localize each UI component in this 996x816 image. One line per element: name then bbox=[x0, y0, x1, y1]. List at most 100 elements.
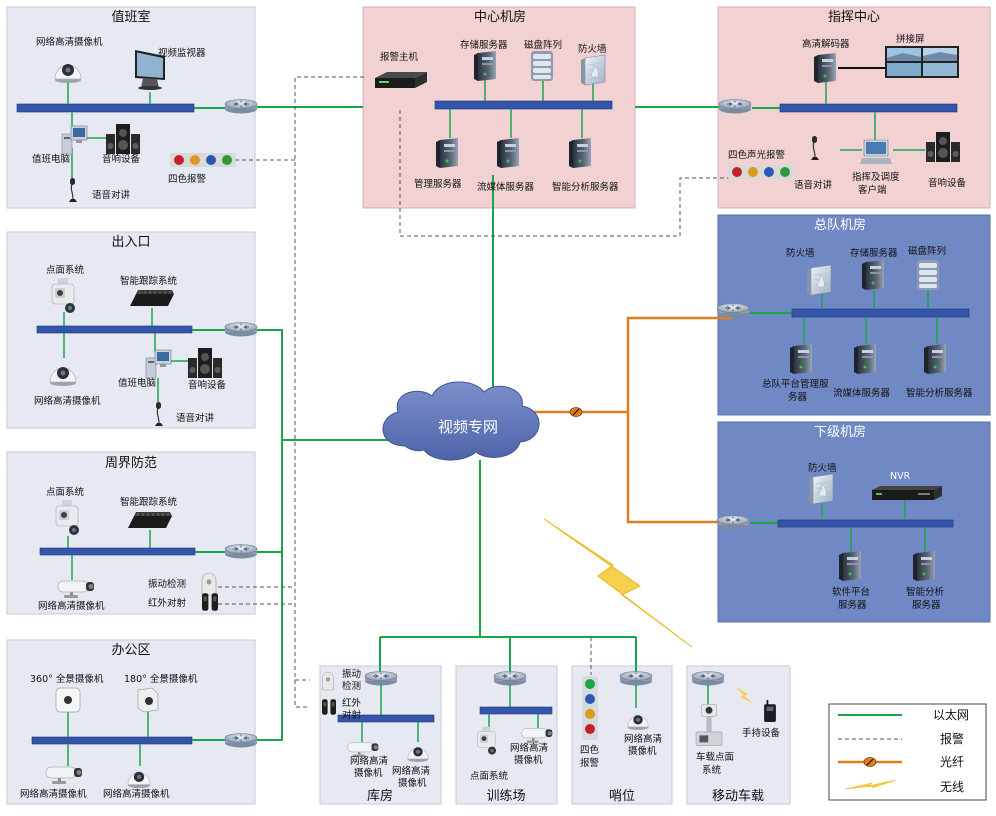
lower-software-label-1: 软件平台 bbox=[832, 586, 870, 598]
panel-title-perimeter: 周界防范 bbox=[105, 455, 157, 471]
duty-room-camera-label: 网络高清摄像机 bbox=[36, 36, 103, 48]
command-router-icon bbox=[718, 99, 752, 114]
panel-title-sentry: 哨位 bbox=[609, 789, 635, 804]
hq-room-devices: 防火墙 存储服务器 磁盘阵列 总队平台管理服 务器 流媒体服务器 智能分析服务器 bbox=[716, 245, 973, 403]
entrance-camera-label: 网络高清摄像机 bbox=[34, 395, 101, 407]
duty-room-intercom-label: 语音对讲 bbox=[92, 189, 131, 201]
sentry-cam-label-1: 网络高清 bbox=[624, 733, 663, 745]
duty-room-alarm-lamps-icon bbox=[170, 153, 236, 167]
warehouse-cam2-label-1: 网络高清 bbox=[392, 765, 431, 777]
perimeter-vibration-label: 振动检测 bbox=[148, 578, 186, 590]
center-mgmt-label: 管理服务器 bbox=[414, 178, 462, 190]
entrance-intercom-label: 语音对讲 bbox=[176, 412, 215, 424]
vehicle-spot-label-1: 车载点面 bbox=[696, 751, 734, 763]
vehicle-handheld-label: 手持设备 bbox=[742, 727, 781, 739]
legend-fiber-connector-icon bbox=[863, 756, 877, 768]
hq-disk-label: 磁盘阵列 bbox=[908, 245, 946, 257]
legend-fiber: 光纤 bbox=[838, 755, 964, 769]
center-storage-server-icon bbox=[474, 51, 496, 81]
duty-room-devices: 网络高清摄像机 视频监视器 值班电脑 音响设备 语音对讲 四色报警 bbox=[16, 36, 258, 203]
perimeter-spot-label: 点面系统 bbox=[46, 486, 85, 498]
panel-title-hq: 总队机房 bbox=[814, 217, 866, 233]
fiber-links bbox=[530, 316, 733, 524]
perimeter-devices: 点面系统 智能跟踪系统 网络高清摄像机 振动检测 红外对射 bbox=[38, 486, 258, 612]
command-speaker-label: 音响设备 bbox=[928, 177, 967, 189]
center-room-devices: 报警主机 存储服务器 磁盘阵列 防火墙 管理服务器 流媒体服务器 智能分析服务器 bbox=[375, 39, 619, 193]
warehouse-vib-label-1: 振动 bbox=[342, 668, 361, 680]
warehouse-devices: 振动 检测 红外 对射 网络高清 摄像机 网络高清 摄像机 bbox=[321, 668, 435, 789]
hq-stream-server-icon bbox=[854, 344, 876, 374]
lower-analysis-label-1: 智能分析 bbox=[906, 586, 945, 598]
hq-platform-label-1: 总队平台管理服 bbox=[762, 378, 829, 390]
office-fisheye-camera-icon bbox=[55, 687, 81, 713]
training-devices: 点面系统 网络高清 摄像机 bbox=[470, 671, 553, 782]
duty-room-speaker-label: 音响设备 bbox=[102, 153, 141, 165]
command-bus bbox=[779, 103, 958, 113]
office-camera2-label: 网络高清摄像机 bbox=[103, 788, 170, 800]
warehouse-vibration-sensor-icon bbox=[321, 671, 335, 691]
command-alarm-lamps-icon bbox=[728, 165, 794, 179]
perimeter-router-icon bbox=[224, 544, 258, 559]
center-firewall-label: 防火墙 bbox=[578, 43, 607, 55]
lower-software-server-icon bbox=[839, 551, 861, 581]
vehicle-wireless-icon bbox=[734, 686, 754, 704]
command-video-wall-icon bbox=[885, 46, 959, 78]
hq-firewall-icon bbox=[806, 264, 832, 296]
entrance-bus bbox=[36, 325, 193, 334]
center-storage-label: 存储服务器 bbox=[460, 39, 508, 51]
legend-wireless-icon bbox=[844, 779, 897, 790]
duty-room-alarm-label: 四色报警 bbox=[168, 173, 207, 185]
warehouse-cam2-label-2: 摄像机 bbox=[398, 777, 427, 789]
entrance-tracking-label: 智能跟踪系统 bbox=[120, 275, 178, 287]
warehouse-ir-label-2: 对射 bbox=[342, 709, 362, 721]
entrance-speaker-label: 音响设备 bbox=[188, 379, 227, 391]
lower-firewall-icon bbox=[808, 473, 834, 505]
training-cam-label-2: 摄像机 bbox=[514, 754, 543, 766]
center-bus bbox=[434, 100, 613, 110]
panel-title-command: 指挥中心 bbox=[828, 10, 880, 25]
legend-ethernet: 以太网 bbox=[838, 707, 969, 722]
duty-room-bus bbox=[16, 103, 195, 113]
warehouse-router-icon bbox=[364, 671, 398, 686]
center-disk-label: 磁盘阵列 bbox=[524, 39, 562, 51]
panel-title-duty-room: 值班室 bbox=[111, 9, 150, 25]
sentry-alarm-lamps-icon bbox=[582, 676, 598, 740]
panel-title-lower: 下级机房 bbox=[814, 424, 866, 440]
office-pano360-label: 360° 全景摄像机 bbox=[30, 673, 104, 685]
alarm-links bbox=[218, 76, 730, 708]
legend: 以太网 报警 光纤 无线 bbox=[828, 703, 987, 801]
command-client-laptop-icon bbox=[859, 139, 893, 165]
panel-perimeter: 周界防范 bbox=[6, 451, 256, 615]
sentry-alarm-label-2: 报警 bbox=[580, 757, 600, 769]
perimeter-bus bbox=[39, 547, 196, 556]
duty-room-monitor-label: 视频监视器 bbox=[158, 47, 206, 59]
lower-firewall-label: 防火墙 bbox=[808, 462, 837, 474]
office-camera1-label: 网络高清摄像机 bbox=[20, 788, 87, 800]
legend-alarm-label: 报警 bbox=[940, 731, 964, 746]
lower-analysis-server-icon bbox=[913, 551, 935, 581]
office-180-camera-icon bbox=[137, 687, 159, 713]
panel-title-training: 训练场 bbox=[486, 789, 525, 804]
lower-software-label-2: 服务器 bbox=[838, 599, 867, 611]
perimeter-vibration-sensor-icon bbox=[201, 572, 217, 596]
duty-room-pc-label: 值班电脑 bbox=[32, 153, 70, 165]
entrance-pc-label: 值班电脑 bbox=[118, 377, 156, 389]
sentry-alarm-label-1: 四色 bbox=[580, 744, 600, 756]
hq-platform-server-icon bbox=[790, 344, 812, 374]
hq-platform-label-2: 务器 bbox=[788, 391, 808, 403]
fiber-connector-icon bbox=[569, 406, 583, 418]
training-bus bbox=[479, 706, 553, 715]
hq-storage-label: 存储服务器 bbox=[850, 247, 898, 259]
lower-nvr-label: NVR bbox=[890, 471, 911, 482]
vehicle-devices: 车载点面 系统 手持设备 bbox=[691, 671, 781, 776]
office-pano180-label: 180° 全景摄像机 bbox=[124, 673, 198, 685]
entrance-devices: 点面系统 智能跟踪系统 网络高清摄像机 值班电脑 音响设备 语音对讲 bbox=[34, 264, 258, 427]
warehouse-bus bbox=[337, 714, 435, 723]
hq-analysis-label: 智能分析服务器 bbox=[906, 387, 973, 399]
training-cam-label-1: 网络高清 bbox=[510, 742, 549, 754]
lower-room-devices: 防火墙 NVR 软件平台 服务器 智能分析 服务器 bbox=[716, 462, 954, 611]
center-analysis-label: 智能分析服务器 bbox=[552, 181, 619, 193]
command-intercom-label: 语音对讲 bbox=[794, 179, 833, 191]
center-mgmt-server-icon bbox=[436, 138, 458, 168]
panel-title-entrance: 出入口 bbox=[111, 235, 150, 250]
